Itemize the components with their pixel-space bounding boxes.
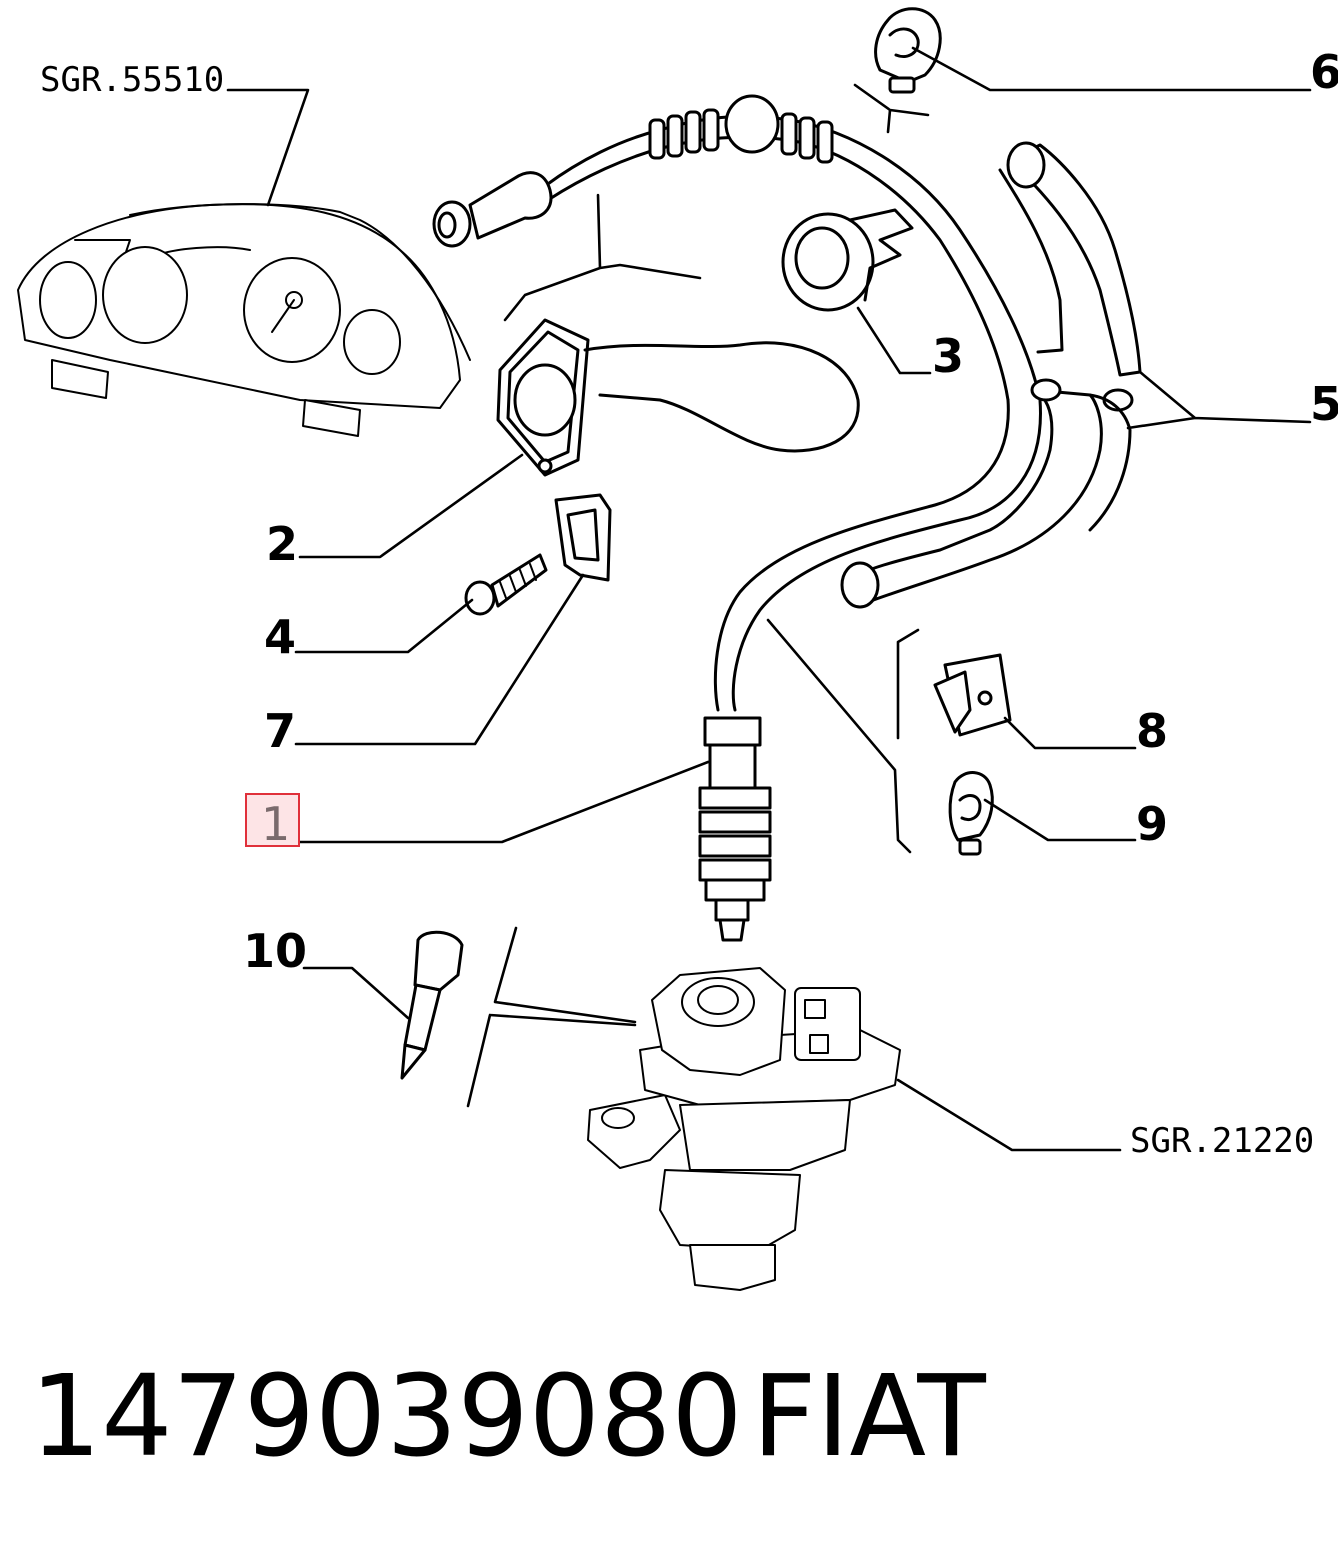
reference-label-instrument-panel[interactable]: SGR.55510 — [40, 60, 224, 100]
footer-brand: FIAT — [752, 1352, 986, 1482]
clip-9-drawing — [766, 618, 994, 856]
callout-2[interactable]: 2 — [266, 517, 298, 571]
speedometer-cable-drawing — [432, 94, 1042, 942]
callout-1-highlight — [245, 793, 300, 847]
hoses-5-drawing — [840, 141, 1142, 609]
callout-7[interactable]: 7 — [264, 704, 296, 758]
callout-6[interactable]: 6 — [1310, 45, 1338, 99]
footer-part-number: 1479039080 — [30, 1352, 743, 1482]
instrument-panel-drawing — [17, 203, 471, 437]
callout-4[interactable]: 4 — [264, 610, 296, 664]
clip-6-drawing — [853, 7, 942, 134]
reference-label-gearbox[interactable]: SGR.21220 — [1130, 1121, 1314, 1161]
callout-9[interactable]: 9 — [1136, 797, 1168, 851]
seal-2-drawing — [496, 193, 860, 477]
callout-5[interactable]: 5 — [1310, 377, 1338, 431]
grommet-3-drawing — [781, 208, 914, 312]
clip-7-drawing — [554, 493, 612, 582]
gearbox-housing-drawing — [466, 926, 901, 1291]
callout-10[interactable]: 10 — [243, 924, 307, 978]
clip-8-drawing — [896, 628, 1012, 740]
callout-3[interactable]: 3 — [932, 329, 964, 383]
callout-8[interactable]: 8 — [1136, 704, 1168, 758]
callout-1[interactable]: 1 — [261, 797, 290, 851]
leader-lines — [226, 46, 1312, 1152]
screw-4-drawing — [464, 553, 548, 616]
pin-10-drawing — [400, 930, 464, 1080]
